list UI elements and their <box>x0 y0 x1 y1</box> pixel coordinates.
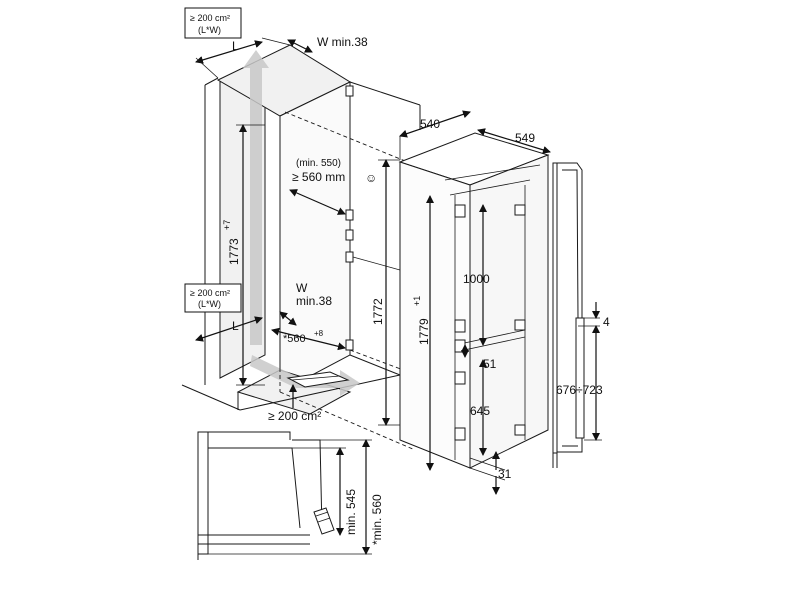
h-1773-tol: +7 <box>222 220 232 230</box>
gap-31-label: 31 <box>498 467 512 481</box>
vent-floor-label: ≥ 200 cm² <box>268 409 321 423</box>
h-1779-label: 1779 <box>417 318 431 345</box>
smile-icon: ☺ <box>365 171 377 185</box>
min545-label: min. 545 <box>344 489 358 535</box>
dim-min560 <box>318 439 372 555</box>
min550-label: (min. 550) <box>296 158 341 169</box>
dim-1772 <box>378 159 400 426</box>
plinth-vent <box>286 371 350 388</box>
vent-top-area: ≥ 200 cm² <box>190 13 230 23</box>
min560-side-label: *min. 560 <box>370 494 384 545</box>
dim-540 <box>399 110 471 160</box>
h-1773-label: 1773 <box>227 238 241 265</box>
top-L-label: L <box>232 39 239 53</box>
furniture-door <box>552 162 585 468</box>
dim-min545 <box>292 447 346 536</box>
door-hinges <box>345 85 401 351</box>
w-560-tol: +8 <box>314 329 324 338</box>
h-645-label: 645 <box>470 404 490 418</box>
top-view-section <box>197 431 335 560</box>
dim-bottom-L <box>195 316 263 342</box>
dim-bottom-W <box>279 311 297 326</box>
appliance-body <box>398 132 550 469</box>
vent-bottom-box <box>184 283 242 313</box>
cabinet-niche <box>181 44 421 415</box>
d-549-label: 549 <box>515 131 535 145</box>
dim-niche-depth <box>289 189 346 215</box>
top-W-label: W min.38 <box>317 35 368 49</box>
dim-top-W <box>287 39 313 53</box>
dim-4 <box>578 302 600 342</box>
h-1000-label: 1000 <box>463 272 490 286</box>
d-540-label: 540 <box>420 117 440 131</box>
h-1779-tol: +1 <box>412 296 422 306</box>
dim-676-723 <box>584 342 602 441</box>
min560-label: ≥ 560 mm <box>292 170 345 184</box>
dim-560 <box>271 327 346 351</box>
vent-top-box <box>184 7 242 39</box>
gap-4-label: 4 <box>603 315 610 329</box>
bottom-W-min: min.38 <box>296 294 332 308</box>
dim-top-L <box>195 37 291 79</box>
bottom-L-label: L <box>232 319 239 333</box>
vent-top-formula: (L*W) <box>198 25 221 35</box>
dim-549 <box>477 128 551 154</box>
bottom-W-label: W <box>296 281 308 295</box>
dim-1773 <box>236 124 265 386</box>
vent-bottom-area: ≥ 200 cm² <box>190 288 230 298</box>
dim-31 <box>469 451 506 495</box>
range-676-723-label: 676÷723 <box>556 383 603 397</box>
gap-51-label: 51 <box>483 357 497 371</box>
h-1772-label: 1772 <box>371 298 385 325</box>
airflow-arrows <box>243 50 360 396</box>
vent-bottom-formula: (L*W) <box>198 299 221 309</box>
w-560-label: *560 <box>283 333 306 345</box>
